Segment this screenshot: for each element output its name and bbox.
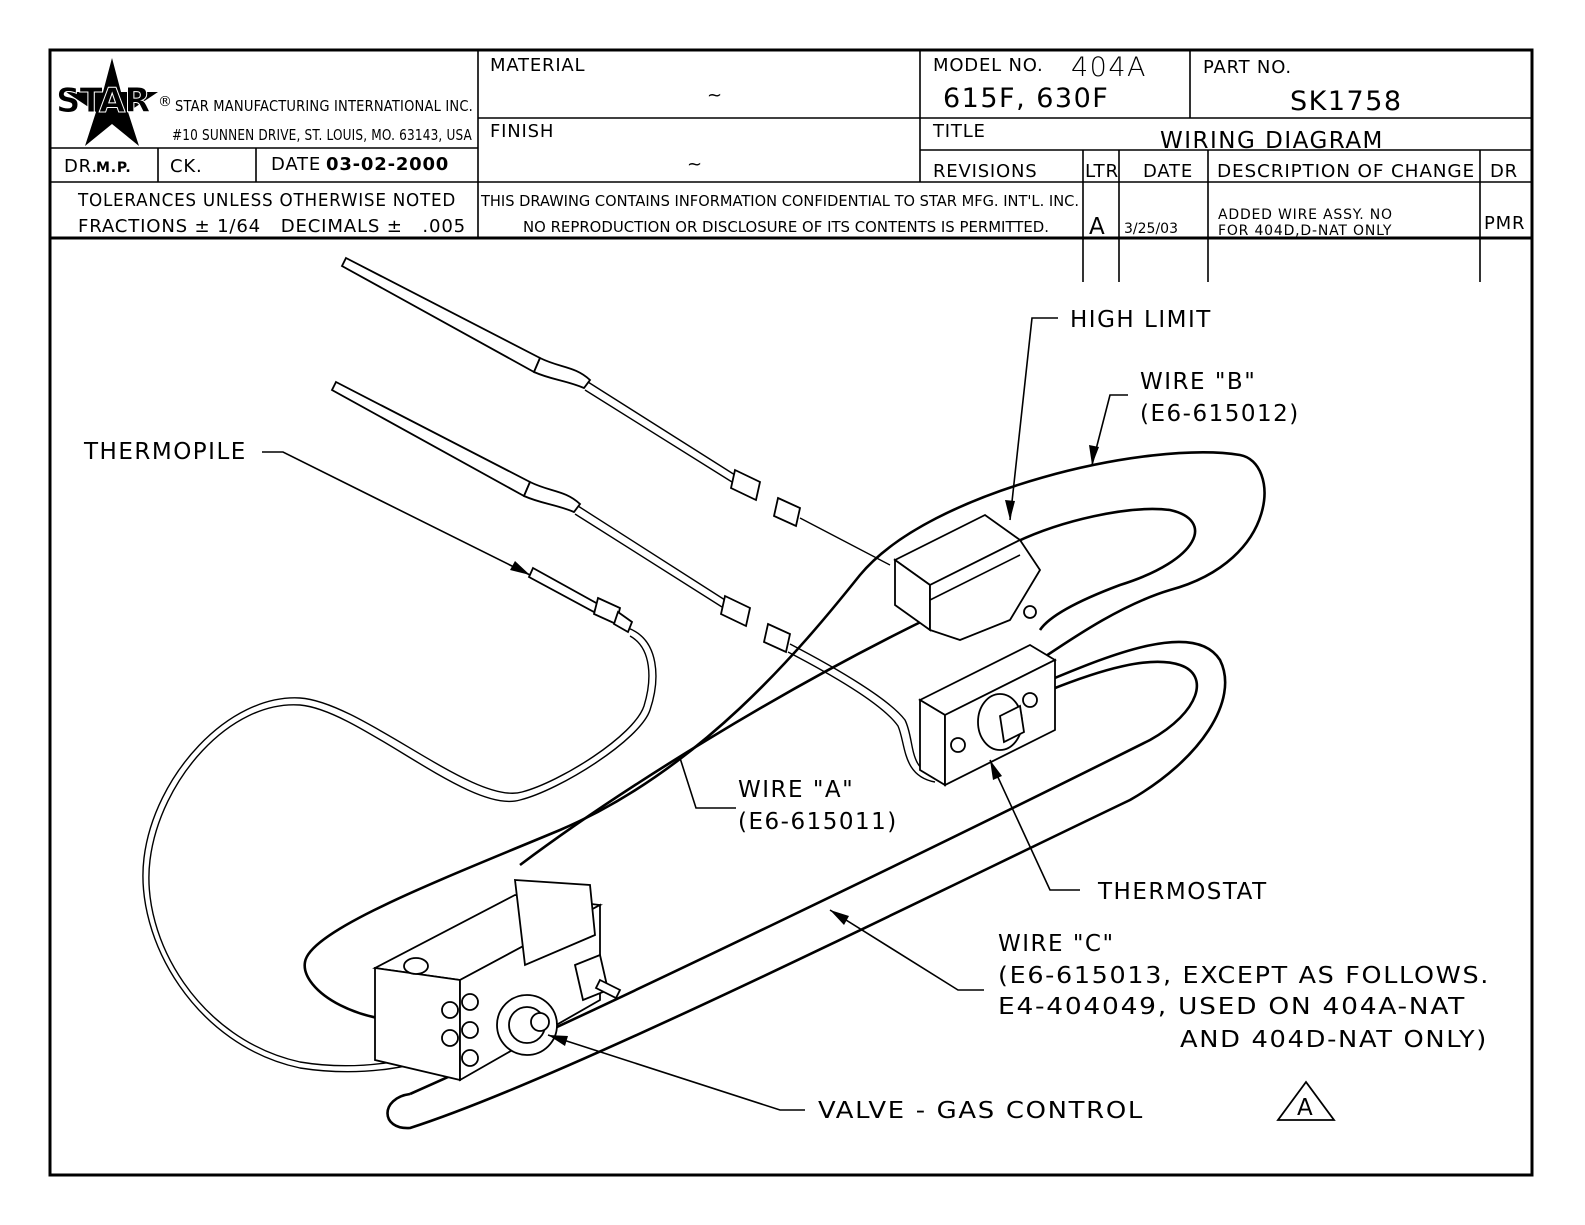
label-wire-a-part: (E6-615011) — [738, 809, 898, 835]
thermopile-probe — [527, 566, 634, 634]
company-address: #10 SUNNEN DRIVE, ST. LOUIS, MO. 63143, … — [172, 126, 472, 144]
wire-a — [519, 613, 936, 867]
rev-header-dr: DR — [1490, 161, 1518, 182]
rev-ltr: A — [1089, 214, 1106, 240]
title-label: TITLE — [932, 121, 986, 142]
logo-text: STAR — [56, 81, 150, 121]
label-wire-b-part: (E6-615012) — [1140, 401, 1300, 427]
label-wire-a-name: WIRE "A" — [738, 777, 854, 803]
label-wire-c-line2: E4-404049, USED ON 404A-NAT — [998, 994, 1466, 1020]
label-high-limit: HIGH LIMIT — [1070, 307, 1212, 333]
high-limit-switch — [893, 513, 1042, 641]
label-wire-c-name: WIRE "C" — [998, 931, 1115, 957]
leader-lines — [262, 317, 1128, 1111]
rev-header-date: DATE — [1143, 161, 1193, 182]
label-thermostat: THERMOSTAT — [1097, 879, 1268, 905]
svg-text:®: ® — [158, 94, 172, 110]
tolerances-line2: FRACTIONS ± 1/64 DECIMALS ± .005 — [78, 216, 466, 237]
confidential-line1: THIS DRAWING CONTAINS INFORMATION CONFID… — [480, 192, 1079, 210]
rev-header-revisions: REVISIONS — [933, 161, 1038, 182]
drawing-border — [48, 48, 1534, 1177]
thermopile-lead — [148, 627, 657, 1067]
thermostat-bulb — [330, 380, 936, 783]
rev-desc-line1: ADDED WIRE ASSY. NO — [1218, 207, 1393, 223]
rev-header-description: DESCRIPTION OF CHANGE — [1217, 161, 1475, 182]
rev-dr: PMR — [1484, 213, 1525, 234]
revision-flag-letter: A — [1297, 1095, 1314, 1121]
label-wire-c-line3: AND 404D-NAT ONLY) — [1180, 1027, 1488, 1053]
finish-label: FINISH — [490, 121, 554, 142]
label-wire-c-line1: (E6-615013, EXCEPT AS FOLLOWS. — [998, 963, 1490, 989]
material-label: MATERIAL — [490, 55, 585, 76]
date-label: DATE — [271, 154, 321, 175]
part-value: SK1758 — [1290, 86, 1403, 117]
part-label: PART NO. — [1203, 57, 1292, 78]
date-value: 03-02-2000 — [326, 154, 449, 175]
confidential-line2: NO REPRODUCTION OR DISCLOSURE OF ITS CON… — [523, 218, 1049, 236]
tolerances-line1: TOLERANCES UNLESS OTHERWISE NOTED — [77, 190, 456, 211]
model-label: MODEL NO. — [933, 55, 1044, 76]
gas-valve — [372, 879, 622, 1082]
checked-label: CK. — [170, 156, 203, 177]
wire-c — [386, 640, 1227, 1130]
model-value-1: 404A — [1071, 52, 1147, 83]
title-block — [50, 50, 1532, 282]
revision-flag-triangle: A — [1276, 1080, 1336, 1121]
revision-table: REVISIONS LTR DATE DESCRIPTION OF CHANGE… — [933, 161, 1525, 240]
wire-b — [303, 451, 1266, 1023]
model-value-2: 615F, 630F — [943, 83, 1109, 114]
rev-desc-line2: FOR 404D,D-NAT ONLY — [1218, 223, 1392, 239]
table-row: A 3/25/03 ADDED WIRE ASSY. NO FOR 404D,D… — [1089, 207, 1525, 240]
label-wire-b-name: WIRE "B" — [1140, 369, 1256, 395]
finish-value: ~ — [687, 154, 703, 175]
company-name: STAR MANUFACTURING INTERNATIONAL INC. — [175, 97, 473, 115]
label-valve: VALVE - GAS CONTROL — [818, 1098, 1144, 1124]
label-thermopile: THERMOPILE — [83, 439, 247, 465]
star-logo: STAR ® — [56, 58, 172, 146]
title-value: WIRING DIAGRAM — [1160, 128, 1384, 154]
high-limit-bulb — [340, 256, 891, 566]
material-value: ~ — [707, 85, 723, 106]
rev-date: 3/25/03 — [1124, 221, 1178, 237]
thermostat-body — [918, 643, 1057, 787]
rev-header-ltr: LTR — [1085, 161, 1119, 182]
drawn-by-value: M.P. — [96, 160, 131, 176]
drawn-by-label: DR. — [64, 156, 98, 177]
